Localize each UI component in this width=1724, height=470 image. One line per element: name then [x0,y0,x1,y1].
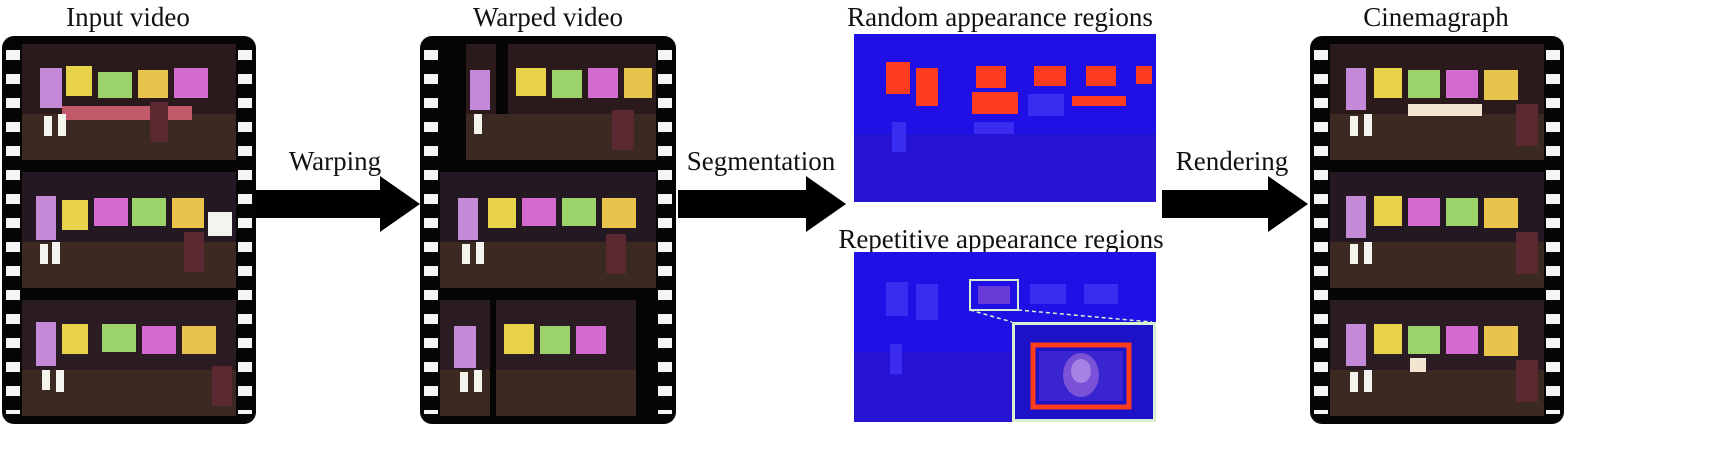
film-perforations-right [658,50,672,414]
cinemagraph-frame-3 [1330,300,1544,416]
input-frame-1 [22,44,236,160]
input-video-filmstrip [2,36,256,424]
rendering-label: Rendering [1175,146,1289,176]
input-frame-3 [22,300,236,416]
input-video-label: Input video [66,2,190,32]
random-regions-label: Random appearance regions [847,2,1153,32]
film-perforations-left [1314,50,1328,414]
rendering-arrow [1162,176,1308,232]
film-perforations-right [238,50,252,414]
random-regions-map [854,34,1156,202]
warped-video-label: Warped video [472,2,624,32]
warped-frame-3 [440,300,656,416]
cinemagraph-label: Cinemagraph [1363,2,1509,32]
zoom-inset [1012,322,1156,422]
repetitive-regions-label: Repetitive appearance regions [838,224,1164,254]
cinemagraph-frame-1 [1330,44,1544,160]
warped-video-filmstrip [420,36,676,424]
cinemagraph-filmstrip [1310,36,1564,424]
warped-frame-1 [440,44,656,160]
film-perforations-left [6,50,20,414]
film-perforations-right [1546,50,1560,414]
cinemagraph-frame-2 [1330,172,1544,288]
warping-label: Warping [288,146,382,176]
input-frame-2 [22,172,236,288]
segmentation-label: Segmentation [686,146,836,176]
segmentation-arrow [678,176,846,232]
warped-frame-2 [440,172,656,288]
warping-arrow [256,176,420,232]
film-perforations-left [424,50,438,414]
